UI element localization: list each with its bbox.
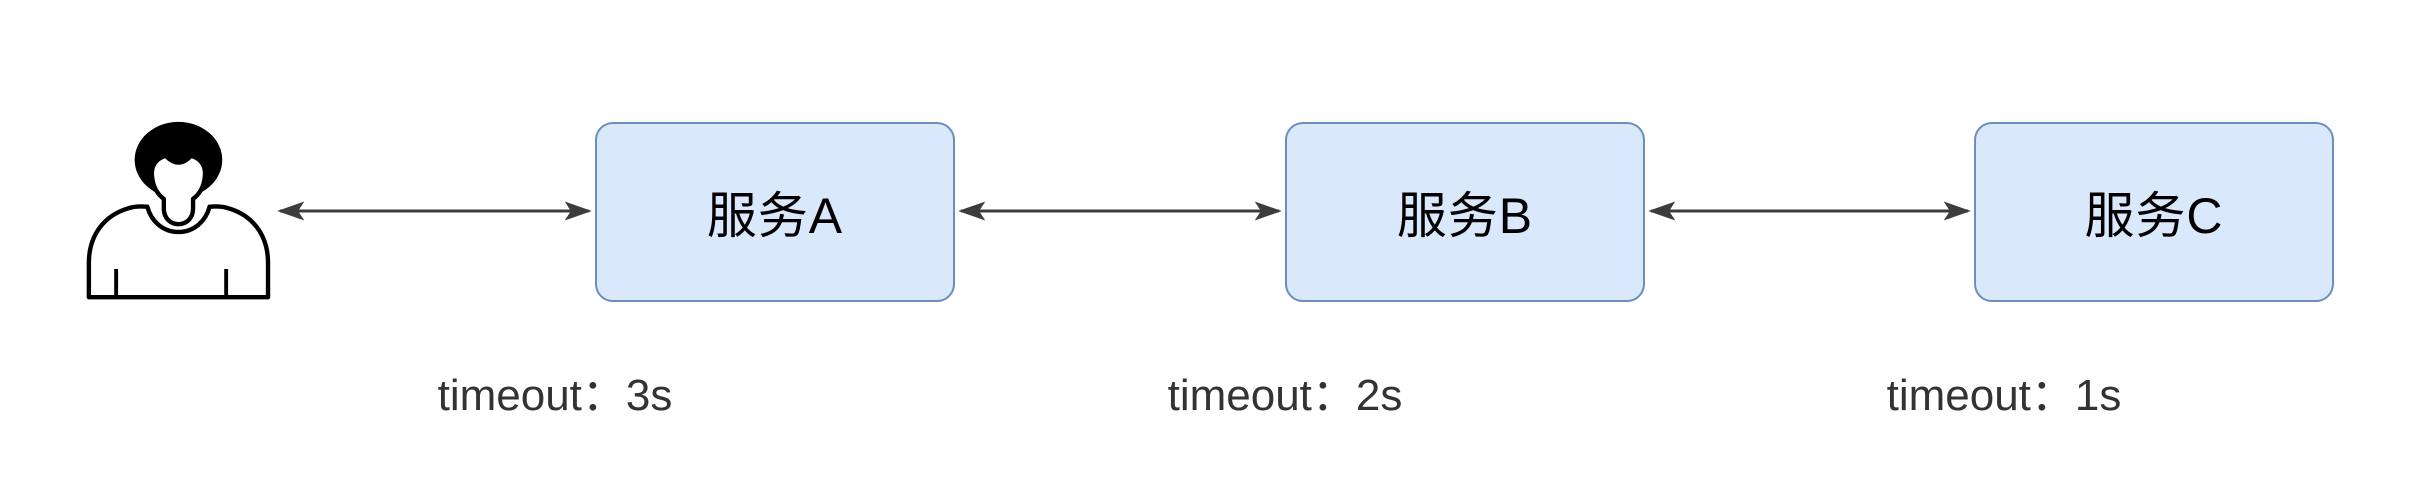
person-icon-svg bbox=[86, 121, 271, 300]
node-service-b: 服务B bbox=[1285, 122, 1645, 302]
timeout-label-service-c: timeout：1s bbox=[1886, 371, 2122, 420]
node-service-b-label: 服务B bbox=[1396, 188, 1534, 244]
person-icon bbox=[84, 119, 271, 304]
node-service-a-label: 服务A bbox=[706, 188, 844, 244]
timeout-label-service-b: timeout：2s bbox=[1167, 371, 1403, 420]
timeout-label-service-a: timeout：3s bbox=[437, 371, 673, 420]
node-service-a: 服务A bbox=[595, 122, 955, 302]
node-service-c: 服务C bbox=[1974, 122, 2334, 302]
node-service-c-label: 服务C bbox=[2084, 188, 2224, 244]
